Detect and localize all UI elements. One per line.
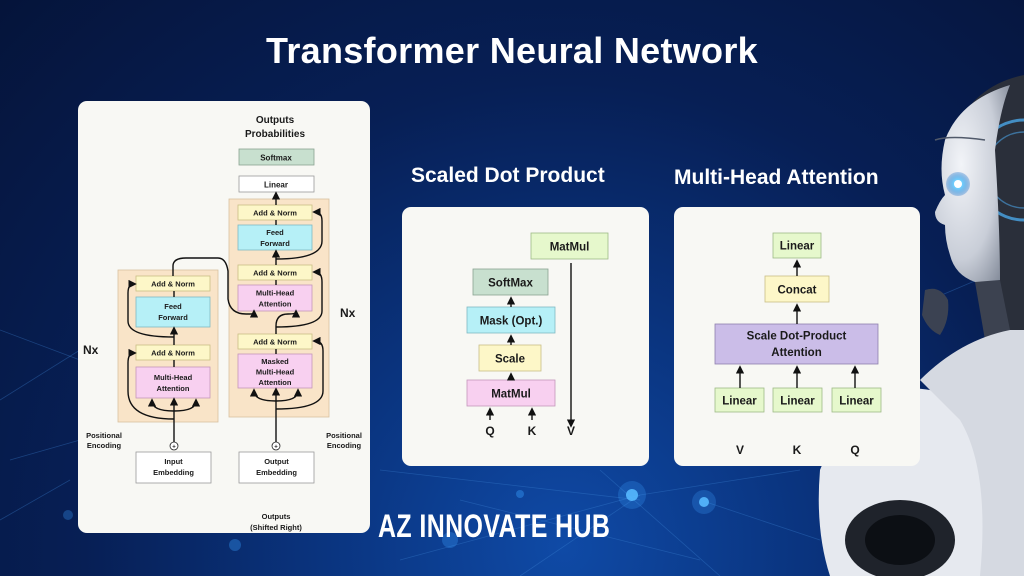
decoder-add-norm-3: Add & Norm	[237, 333, 313, 350]
svg-text:Add & Norm: Add & Norm	[151, 280, 195, 289]
svg-text:Linear: Linear	[780, 396, 815, 408]
decoder-add-norm-1: Add & Norm	[237, 204, 313, 221]
decoder-add-norm-2: Add & Norm	[237, 264, 313, 281]
sdp-matmul-top-box: MatMul	[530, 232, 609, 260]
brand-logo-text: AZ INNOVATE HUB	[378, 508, 611, 544]
svg-text:Add & Norm: Add & Norm	[253, 338, 297, 347]
encoder-add-norm-top: Add & Norm	[135, 275, 211, 292]
svg-text:Add & Norm: Add & Norm	[253, 269, 297, 278]
sdp-softmax-box: SoftMax	[472, 268, 549, 296]
sdp-scale-box: Scale	[478, 344, 542, 372]
sdp-input-v: V	[567, 424, 575, 438]
svg-text:Linear: Linear	[839, 396, 874, 408]
svg-text:+: +	[274, 445, 278, 451]
svg-text:Linear: Linear	[780, 241, 815, 253]
mha-linear-k-box: Linear	[772, 387, 823, 413]
linear-box: Linear	[238, 175, 315, 193]
encoder-add-norm-bottom: Add & Norm	[135, 344, 211, 361]
svg-text:Scale: Scale	[495, 354, 525, 366]
svg-text:+: +	[172, 445, 176, 451]
positional-add-icon-right: +	[271, 441, 281, 451]
mha-input-v: V	[736, 443, 744, 457]
svg-text:SoftMax: SoftMax	[488, 278, 533, 290]
sdp-arrows	[485, 263, 576, 428]
mha-input-q: Q	[850, 443, 859, 457]
sdp-input-k: K	[528, 424, 537, 438]
sdp-matmul-bottom-box: MatMul	[466, 379, 556, 407]
multi-head-attention-title: Multi-Head Attention	[674, 166, 879, 189]
sdp-input-q: Q	[485, 424, 494, 438]
scaled-dot-product-panel: MatMul SoftMax Mask (Opt.) Scale MatMul …	[402, 207, 649, 466]
scaled-dot-product-diagram: MatMul SoftMax Mask (Opt.) Scale MatMul …	[466, 232, 609, 438]
svg-text:Add & Norm: Add & Norm	[253, 209, 297, 218]
mha-input-k: K	[793, 443, 802, 457]
mha-linear-top-box: Linear	[772, 232, 822, 259]
scaled-dot-product-title: Scaled Dot Product	[411, 164, 605, 187]
page-title: Transformer Neural Network	[266, 30, 758, 71]
mha-arrows	[735, 259, 860, 388]
mha-linear-q-box: Linear	[831, 387, 882, 413]
transformer-connections	[127, 191, 324, 442]
mha-concat-box: Concat	[764, 275, 830, 303]
svg-text:Add & Norm: Add & Norm	[151, 349, 195, 358]
svg-text:Softmax: Softmax	[260, 154, 292, 163]
svg-text:MatMul: MatMul	[550, 242, 590, 254]
svg-text:Linear: Linear	[722, 396, 757, 408]
softmax-box: Softmax	[238, 148, 315, 166]
decoder-nx-label: Nx	[340, 306, 356, 320]
positional-add-icon-left: +	[169, 441, 179, 451]
svg-text:MatMul: MatMul	[491, 389, 531, 401]
outputs-shifted-right-label: Outputs(Shifted Right)	[250, 512, 302, 532]
encoder-nx-label: Nx	[83, 343, 99, 357]
sdp-mask-box: Mask (Opt.)	[466, 306, 556, 334]
svg-text:Linear: Linear	[264, 181, 288, 190]
svg-text:Mask (Opt.): Mask (Opt.)	[480, 316, 543, 328]
svg-text:Concat: Concat	[778, 285, 817, 297]
mha-linear-v-box: Linear	[714, 387, 765, 413]
